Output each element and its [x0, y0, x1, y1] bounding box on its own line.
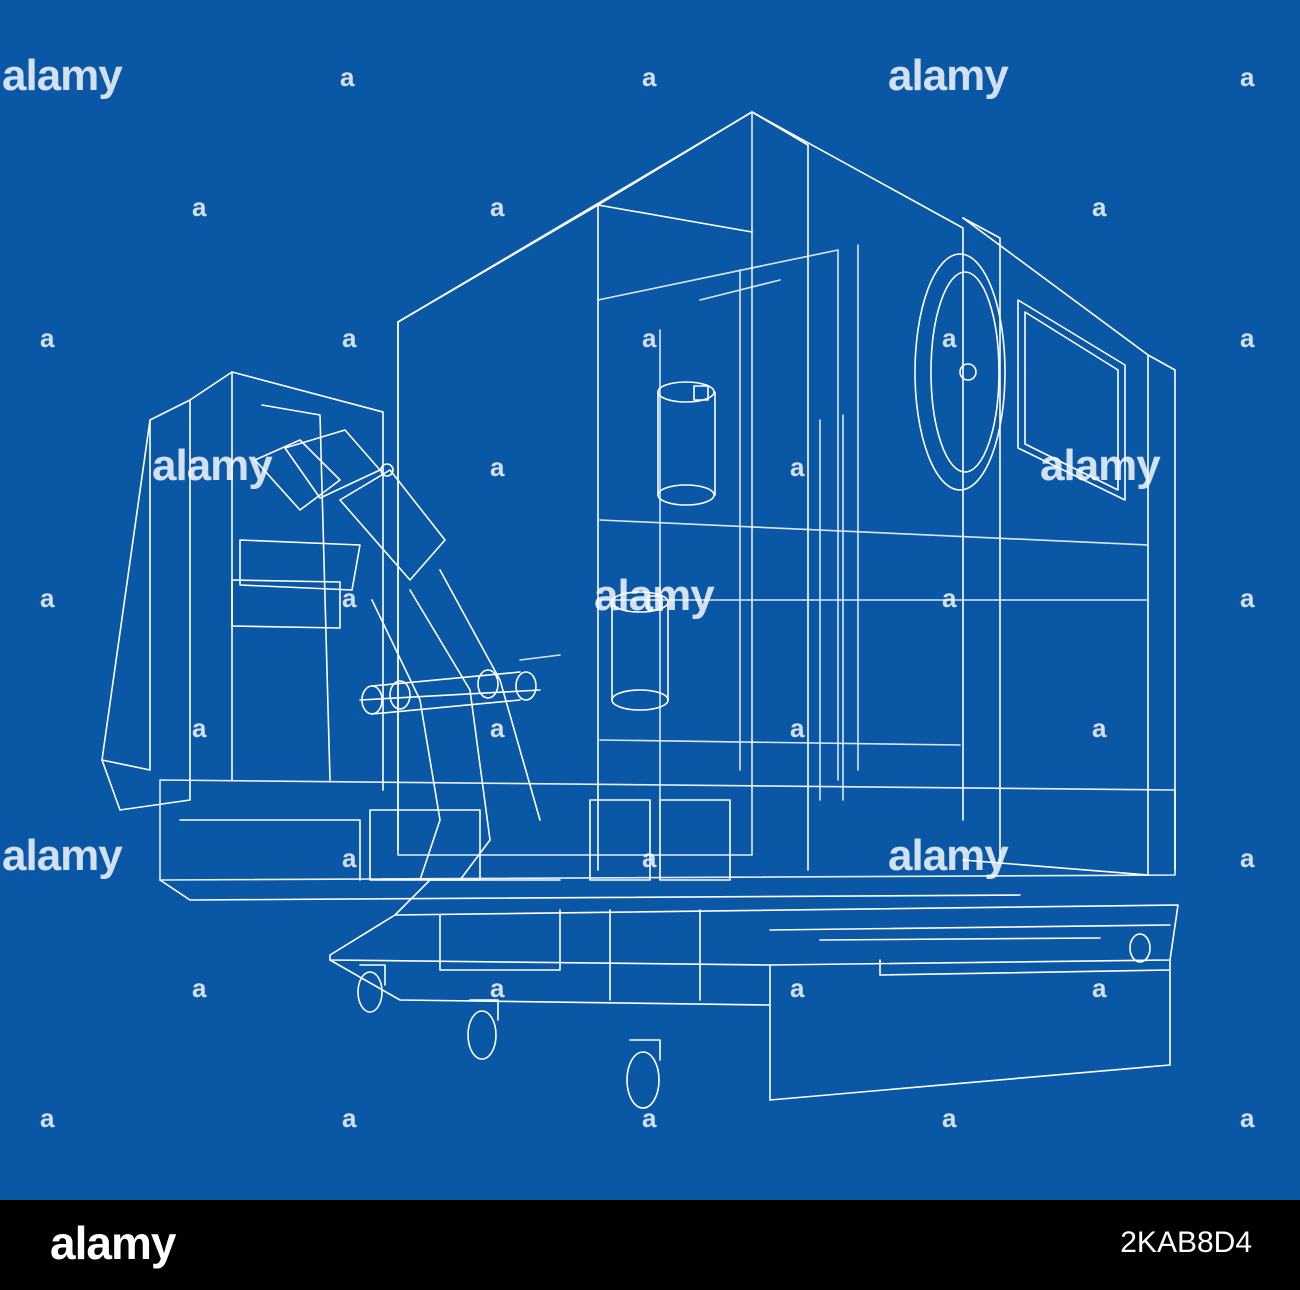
right-enclosure — [914, 217, 1176, 876]
watermark-glyph: a — [1240, 62, 1255, 92]
cabinet-outline — [397, 111, 964, 871]
watermark-glyph: a — [192, 192, 207, 222]
watermark-glyph: a — [490, 713, 505, 743]
watermark-glyph: a — [340, 62, 355, 92]
watermark-glyph: a — [1092, 713, 1107, 743]
watermark-glyph: a — [40, 1103, 55, 1133]
trolley-pallet — [329, 879, 1179, 1101]
watermark-glyph: a — [40, 583, 55, 613]
watermark-glyph: a — [1092, 192, 1107, 222]
watermark-glyph: a — [342, 1103, 357, 1133]
watermark-glyph: a — [490, 452, 505, 482]
inner-rails — [519, 244, 1149, 801]
watermark-wordmark: alamy — [152, 441, 273, 490]
watermark-glyph: a — [790, 713, 805, 743]
watermark-wordmark: alamy — [1040, 441, 1161, 490]
watermark-glyph: a — [642, 843, 657, 873]
chip-conveyor — [359, 569, 541, 881]
watermark-glyph: a — [192, 973, 207, 1003]
watermark-glyph: a — [790, 973, 805, 1003]
watermark-glyph: a — [642, 323, 657, 353]
machine-wireframe-drawing — [101, 111, 1179, 1109]
watermark-glyph: a — [1240, 1103, 1255, 1133]
watermark-glyph: a — [1240, 583, 1255, 613]
machine-base — [159, 779, 1176, 901]
watermark-glyph: a — [40, 323, 55, 353]
alamy-logo: alamy — [50, 1217, 176, 1269]
watermark-glyph: a — [642, 1103, 657, 1133]
watermark-glyph: a — [1240, 843, 1255, 873]
blueprint-image: alamy a a alamy a a a a a a a a a alamy … — [0, 0, 1300, 1200]
watermark-glyph: a — [942, 323, 957, 353]
watermark-glyph: a — [342, 583, 357, 613]
watermark-wordmark: alamy — [888, 831, 1009, 880]
watermark-glyph: a — [642, 62, 657, 92]
footer-bar: alamy 2KAB8D4 — [0, 1200, 1300, 1290]
watermark-glyph: a — [1092, 973, 1107, 1003]
watermark-glyph: a — [942, 583, 957, 613]
trolley-wheels — [357, 933, 1151, 1109]
left-control-box — [101, 371, 446, 811]
watermark-glyph: a — [342, 323, 357, 353]
spindle-cylinders — [611, 381, 716, 711]
watermark-glyph: a — [942, 1103, 957, 1133]
watermark-wordmark: alamy — [594, 571, 715, 620]
watermark-glyph: a — [1240, 323, 1255, 353]
watermark-wordmark: alamy — [2, 51, 123, 100]
watermark-glyph: a — [490, 973, 505, 1003]
watermark-glyph: a — [192, 713, 207, 743]
watermark-glyph: a — [342, 843, 357, 873]
watermark-glyph: a — [490, 192, 505, 222]
image-id-label: 2KAB8D4 — [1120, 1226, 1252, 1259]
watermark-glyph: a — [790, 452, 805, 482]
watermark-wordmark: alamy — [2, 831, 123, 880]
watermark-wordmark: alamy — [888, 51, 1009, 100]
